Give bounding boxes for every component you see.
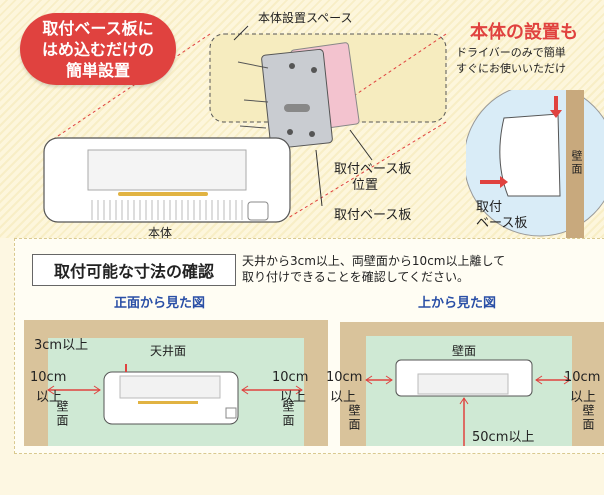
front-left-gap-2: 以上	[36, 390, 63, 405]
install-space-label: 本体設置スペース	[258, 11, 353, 25]
front-ceiling-gap: 3cm以上	[34, 338, 89, 353]
easy-plate-label-1: 取付	[476, 200, 503, 215]
callout-line-3: 簡単設置	[65, 60, 130, 80]
top-left-gap-1: 10cm	[326, 370, 363, 385]
plate-position-label-1: 取付ベース板	[334, 162, 412, 177]
front-view-title: 正面から見た図	[114, 296, 206, 311]
front-left-wall: 壁面	[55, 400, 69, 428]
front-ceiling-label: 天井面	[150, 344, 187, 358]
easy-plate-label-2: ベース板	[476, 216, 528, 231]
top-left-gap-2: 以上	[330, 390, 357, 405]
plate-position-label-2: 位置	[352, 178, 379, 193]
main-unit-label: 本体	[148, 226, 173, 240]
plate-label: 取付ベース板	[334, 208, 412, 223]
callout-bubble: 取付ベース板に はめ込むだけの 簡単設置	[20, 13, 176, 85]
dimension-desc-line-2: 取り付けできることを確認してください。	[242, 270, 470, 284]
top-front-gap: 50cm以上	[472, 430, 535, 445]
easy-install-line-2: すぐにお使いいただけ	[456, 62, 566, 75]
easy-install-line-1: ドライバーのみで簡単	[456, 46, 566, 59]
top-right-gap-2: 以上	[570, 390, 597, 405]
callout-line-2: はめ込むだけの	[41, 39, 154, 59]
top-left-wall: 壁面	[347, 404, 361, 432]
dimension-desc-line-1: 天井から3cm以上、両壁面から10cm以上離して	[242, 254, 506, 268]
top-wall-label: 壁面	[452, 344, 477, 358]
easy-wall-label: 壁面	[570, 150, 583, 176]
front-right-gap-1: 10cm	[272, 370, 309, 385]
top-view-title: 上から見た図	[418, 296, 497, 311]
top-right-wall: 壁面	[581, 404, 595, 432]
front-left-gap-1: 10cm	[30, 370, 67, 385]
callout-line-1: 取付ベース板に	[42, 18, 154, 38]
top-right-gap-1: 10cm	[564, 370, 601, 385]
installation-illustration	[43, 25, 604, 238]
front-right-wall: 壁面	[281, 400, 295, 428]
easy-install-heading: 本体の設置も	[470, 22, 578, 43]
dimension-box-title: 取付可能な寸法の確認	[32, 254, 236, 286]
front-right-gap-2: 以上	[280, 390, 307, 405]
